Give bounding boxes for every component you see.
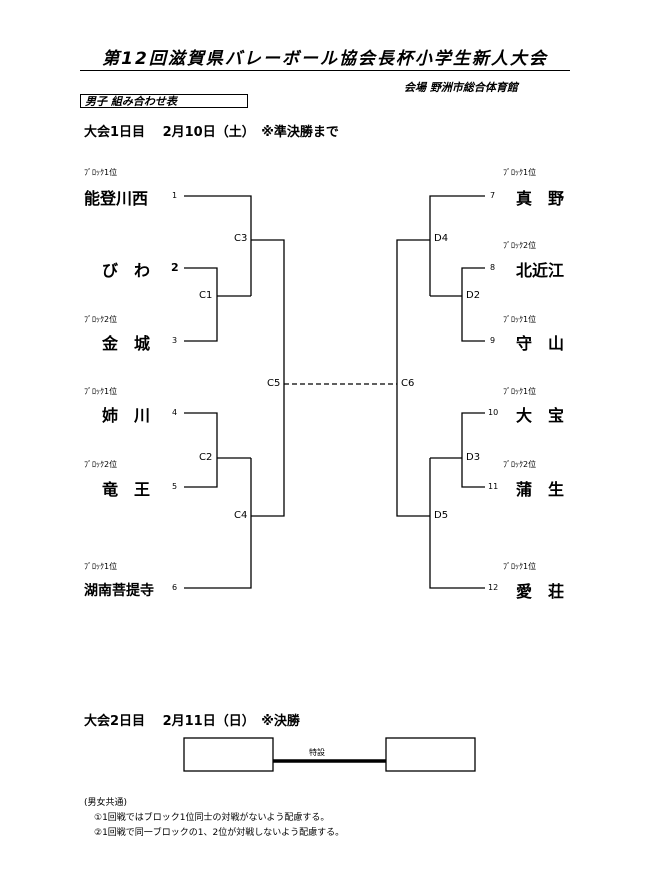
team-name: 姉 川 xyxy=(102,406,151,425)
match-d5: D5 xyxy=(434,510,449,521)
venue-label: 会場 野洲市総合体育館 xyxy=(404,81,518,94)
block-label: ﾌﾞﾛｯｸ1位 xyxy=(84,387,118,396)
team-name: 金 城 xyxy=(102,334,151,353)
line-team1 xyxy=(184,195,252,296)
block-label: ﾌﾞﾛｯｸ1位 xyxy=(84,168,118,177)
seed-number: 6 xyxy=(172,583,178,592)
seed-number: 9 xyxy=(490,336,496,345)
block-label: ﾌﾞﾛｯｸ1位 xyxy=(84,562,118,571)
match-c5: C5 xyxy=(267,378,281,389)
match-c2: C2 xyxy=(199,452,213,463)
line-team7 xyxy=(429,195,485,296)
line-c1 xyxy=(184,267,218,342)
block-label: ﾌﾞﾛｯｸ2位 xyxy=(503,241,537,250)
line-d5 xyxy=(429,458,485,589)
block-label: ﾌﾞﾛｯｸ1位 xyxy=(503,168,537,177)
team-name: び わ xyxy=(102,261,151,280)
block-label: ﾌﾞﾛｯｸ1位 xyxy=(503,315,537,324)
block-label: ﾌﾞﾛｯｸ2位 xyxy=(84,315,118,324)
line-c4 xyxy=(184,458,252,589)
line-c6-right xyxy=(396,239,430,517)
seed-number: 8 xyxy=(490,263,496,272)
block-label: ﾌﾞﾛｯｸ2位 xyxy=(503,460,537,469)
note-line: ②1回戦で同一ブロックの1、2位が対戦しないよう配慮する。 xyxy=(94,828,345,838)
block-label: ﾌﾞﾛｯｸ1位 xyxy=(503,387,537,396)
seed-number: 10 xyxy=(488,408,499,417)
match-c3: C3 xyxy=(234,233,248,244)
final-box-left xyxy=(183,737,274,772)
section-label: 男子 組み合わせ表 xyxy=(80,94,248,108)
match-c6: C6 xyxy=(401,378,415,389)
final-box-right xyxy=(385,737,476,772)
team-name: 能登川西 xyxy=(84,189,149,208)
match-d4: D4 xyxy=(434,233,449,244)
page-title: 第12回滋賀県バレーボール協会長杯小学生新人大会 xyxy=(102,49,548,69)
seed-number: 7 xyxy=(490,191,496,200)
seed-number: 1 xyxy=(172,191,178,200)
team-name: 真 野 xyxy=(516,189,565,208)
block-label: ﾌﾞﾛｯｸ1位 xyxy=(503,562,537,571)
block-label: ﾌﾞﾛｯｸ2位 xyxy=(84,460,118,469)
team-name: 湖南菩提寺 xyxy=(84,583,154,599)
note-line: ①1回戦ではブロック1位同士の対戦がないよう配慮する。 xyxy=(94,813,330,823)
line-d3 xyxy=(461,412,485,488)
notes: (男女共通) ①1回戦ではブロック1位同士の対戦がないよう配慮する。 ②1回戦で… xyxy=(84,796,344,841)
line-d2 xyxy=(461,267,485,342)
day2-heading: 大会2日目 2月11日（日） ※決勝 xyxy=(84,714,300,729)
seed-number: 5 xyxy=(172,482,178,491)
notes-head: (男女共通) xyxy=(84,798,128,808)
team-name: 蒲 生 xyxy=(516,480,565,499)
seed-number: 11 xyxy=(488,482,499,491)
line-c5-left xyxy=(251,239,285,517)
team-name: 北近江 xyxy=(516,261,565,280)
match-d2: D2 xyxy=(466,290,481,301)
match-d3: D3 xyxy=(466,452,481,463)
team-name: 大 宝 xyxy=(516,406,565,425)
team-name: 愛 荘 xyxy=(516,582,565,601)
seed-number: 3 xyxy=(172,336,178,345)
final-court-label: 特設 xyxy=(309,748,325,757)
seed-number: 12 xyxy=(488,583,499,592)
seed-number: 2 xyxy=(171,261,179,274)
line-c2 xyxy=(184,412,218,488)
team-name: 守 山 xyxy=(516,334,565,353)
match-c4: C4 xyxy=(234,510,248,521)
seed-number: 4 xyxy=(172,408,178,417)
day1-heading: 大会1日目 2月10日（土） ※準決勝まで xyxy=(84,125,339,140)
title-underline xyxy=(80,70,570,71)
match-c1: C1 xyxy=(199,290,213,301)
team-name: 竜 王 xyxy=(102,480,151,499)
